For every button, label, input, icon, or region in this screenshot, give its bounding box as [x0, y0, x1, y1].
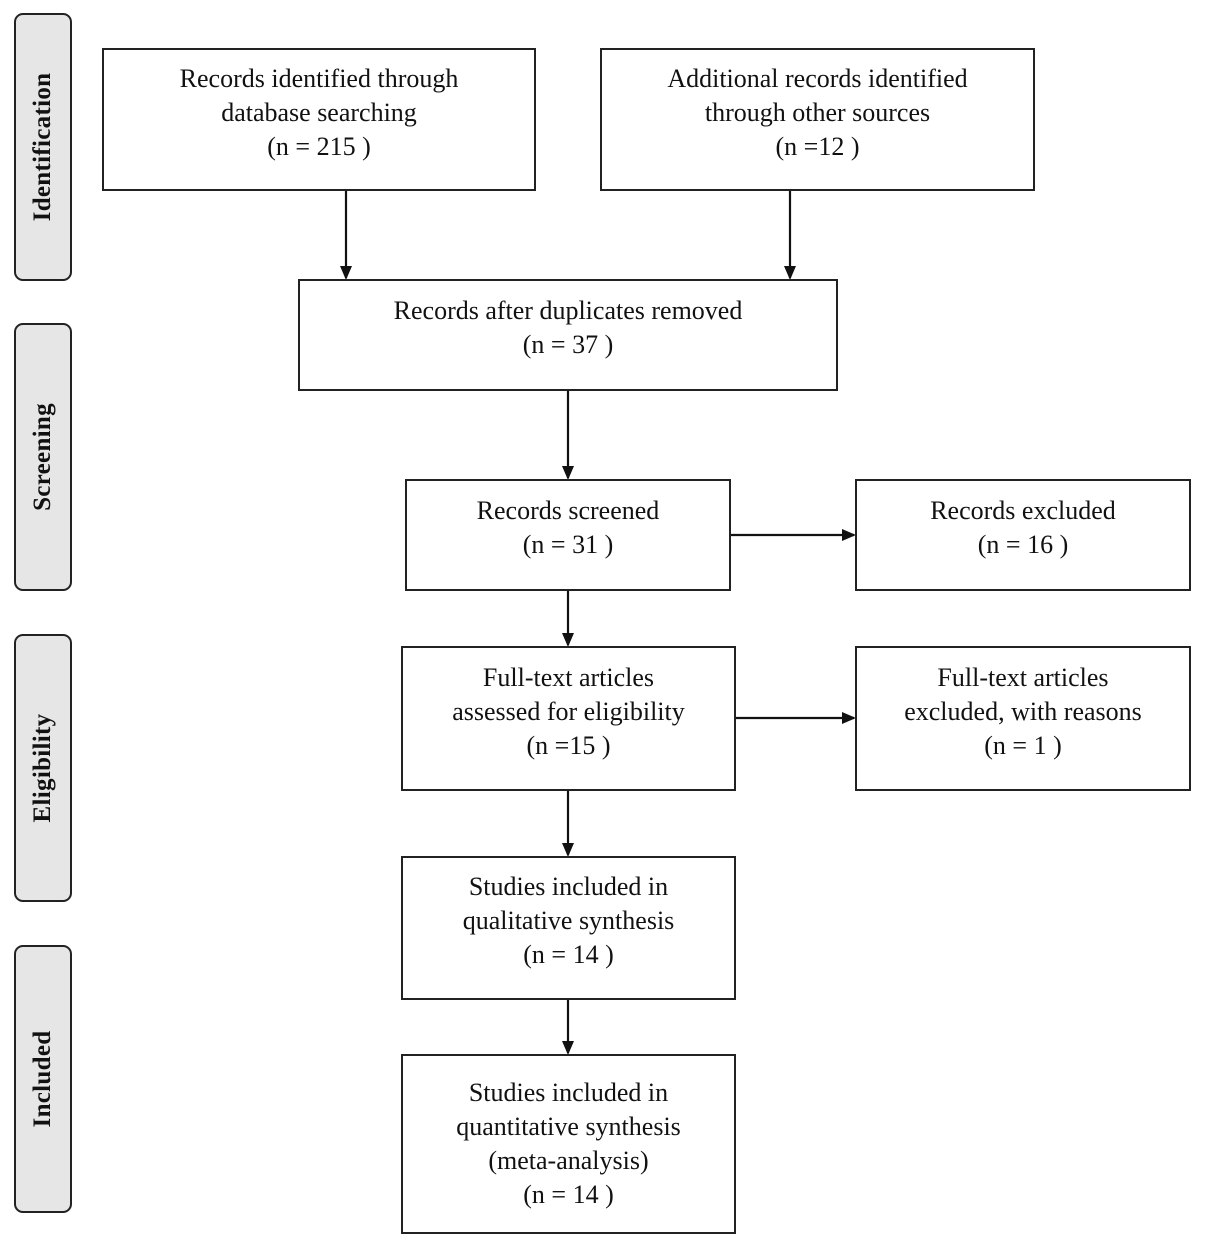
- after-duplicates-box: Records after duplicates removed (n = 37…: [298, 279, 838, 391]
- stage-included: Included: [14, 945, 72, 1213]
- quantitative-synthesis-box: Studies included in quantitative synthes…: [401, 1054, 736, 1234]
- records-excluded-box: Records excluded (n = 16 ): [855, 479, 1191, 591]
- stage-screening: Screening: [14, 323, 72, 591]
- full-text-excluded-box: Full-text articles excluded, with reason…: [855, 646, 1191, 791]
- records-excluded-text: Records excluded (n = 16 ): [930, 496, 1116, 559]
- full-text-assessed-text: Full-text articles assessed for eligibil…: [452, 662, 685, 760]
- qualitative-synthesis-box: Studies included in qualitative synthesi…: [401, 856, 736, 1000]
- stage-identification: Identification: [14, 13, 72, 281]
- qualitative-synthesis-text: Studies included in qualitative synthesi…: [462, 872, 675, 969]
- other-sources-text: Additional records identified through ot…: [667, 63, 968, 161]
- after-duplicates-text: Records after duplicates removed (n = 37…: [393, 296, 743, 359]
- full-text-assessed-box: Full-text articles assessed for eligibil…: [401, 646, 736, 791]
- quantitative-synthesis-text: Studies included in quantitative synthes…: [456, 1078, 681, 1209]
- full-text-excluded-text: Full-text articles excluded, with reason…: [904, 662, 1142, 760]
- database-search-text: Records identified through database sear…: [179, 63, 459, 161]
- records-screened-box: Records screened (n = 31 ): [405, 479, 731, 591]
- other-sources-box: Additional records identified through ot…: [600, 48, 1035, 191]
- stage-eligibility: Eligibility: [14, 634, 72, 902]
- database-search-box: Records identified through database sear…: [102, 48, 536, 191]
- records-screened-text: Records screened (n = 31 ): [476, 496, 660, 559]
